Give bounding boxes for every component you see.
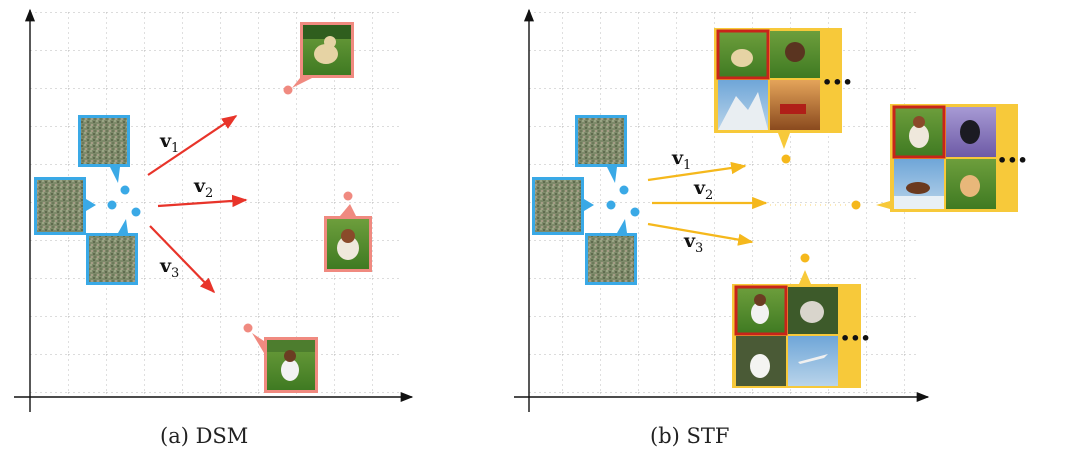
reference-batch-top: ••• xyxy=(714,28,853,164)
target-sample-top xyxy=(283,22,354,95)
noisy-point xyxy=(619,185,629,195)
panel-dsm: v1 v2 v3 xyxy=(14,8,414,412)
caption-stf: (b) STF xyxy=(650,424,730,448)
target-point xyxy=(243,323,253,333)
noisy-point xyxy=(606,200,616,210)
target-sample-bottom xyxy=(243,323,318,393)
vector-label-v3-stf: v3 xyxy=(683,230,703,256)
noisy-point xyxy=(131,207,141,217)
reference-batch-bottom: ••• xyxy=(732,253,871,388)
noisy-sample-left xyxy=(34,177,117,235)
target-point xyxy=(343,191,353,201)
noisy-point xyxy=(107,200,117,210)
score-arrow-v1 xyxy=(647,161,747,182)
score-arrow-v3 xyxy=(647,222,754,246)
batch-point xyxy=(851,200,861,210)
caption-dsm: (a) DSM xyxy=(160,424,249,448)
reference-batch-right: ••• xyxy=(851,104,1028,212)
vector-label-v1-dsm: v1 xyxy=(159,130,179,156)
score-arrow-v1 xyxy=(147,115,238,176)
batch-ellipsis: ••• xyxy=(997,151,1028,170)
batch-point xyxy=(800,253,810,263)
noisy-sample-top xyxy=(575,115,629,195)
vector-label-v3-dsm: v3 xyxy=(159,255,179,281)
vector-label-v1-stf: v1 xyxy=(671,147,691,173)
batch-point xyxy=(781,154,791,164)
score-arrow-v3 xyxy=(149,225,216,294)
noisy-sample-bottom xyxy=(585,207,640,285)
batch-ellipsis: ••• xyxy=(822,73,853,92)
panel-stf: v1 v2 v3 ••• xyxy=(514,8,1028,412)
vector-label-v2-dsm: v2 xyxy=(193,175,213,201)
batch-ellipsis: ••• xyxy=(840,329,871,348)
noisy-point xyxy=(630,207,640,217)
noisy-sample-bottom xyxy=(86,207,141,285)
noisy-sample-left xyxy=(532,177,616,235)
score-arrow-v2 xyxy=(157,194,248,208)
noisy-sample-top xyxy=(78,115,130,195)
target-point xyxy=(283,85,293,95)
noisy-point xyxy=(120,185,130,195)
vector-label-v2-stf: v2 xyxy=(693,177,713,203)
target-sample-mid xyxy=(324,191,372,272)
